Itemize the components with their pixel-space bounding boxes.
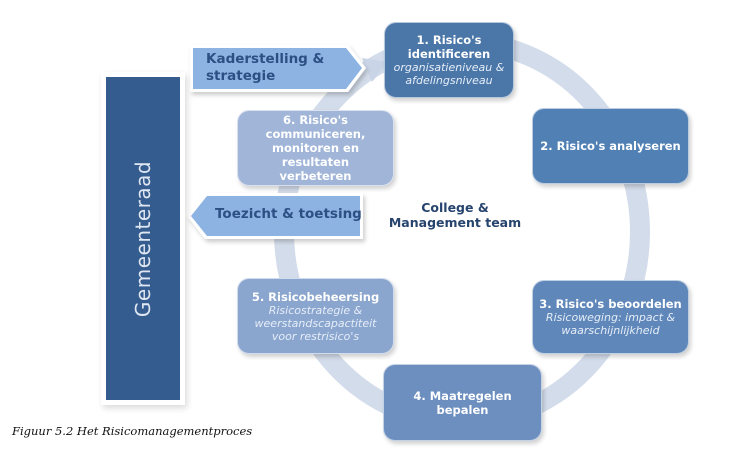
step-4-box: 4. Maatregelen bepalen — [383, 364, 542, 441]
step-5-sub-line1: Risicostrategie & — [268, 303, 363, 317]
step-2-box: 2. Risico's analyseren — [532, 108, 689, 184]
step-6-title-line1: 6. Risico's — [282, 113, 349, 127]
step-3-title: 3. Risico's beoordelen — [539, 297, 682, 311]
step-5-box: 5. Risicobeheersing Risicostrategie & we… — [237, 278, 394, 354]
toezicht-arrow — [187, 193, 363, 239]
step-5-sub-line3: voor restrisico's — [271, 329, 360, 343]
kaderstelling-line1: Kaderstelling & — [206, 51, 325, 67]
step-2-title: 2. Risico's analyseren — [540, 139, 681, 153]
step-1-sub-line2: afdelingsniveau — [405, 74, 493, 87]
kaderstelling-line2: strategie — [206, 68, 276, 84]
gemeenteraad-label: Gemeenteraad — [131, 160, 155, 317]
kaderstelling-arrow — [190, 45, 366, 92]
step-3-sub-line1: Risicoweging: impact & — [545, 311, 676, 324]
step-6-title-line2: communiceren, — [265, 127, 366, 141]
step-3-sub-line2: waarschijnlijkheid — [561, 324, 660, 337]
step-6-box: 6. Risico's communiceren, monitoren en r… — [237, 110, 394, 186]
step-1-sub-line1: organisatieniveau & — [393, 61, 505, 74]
step-5-sub-line2: weerstandscapactiteit — [254, 316, 377, 330]
step-5-title: 5. Risicobeheersing — [251, 289, 380, 304]
center-label-line1: College & — [421, 200, 489, 215]
step-6-title-line3: monitoren en resultaten — [271, 141, 360, 169]
step-4-title: 4. Maatregelen bepalen — [413, 388, 512, 417]
step-3-box: 3. Risico's beoordelen Risicoweging: imp… — [532, 280, 689, 354]
kaderstelling-label: Kaderstelling & strategie — [206, 51, 324, 85]
step-1-box: 1. Risico's identificeren organisatieniv… — [384, 22, 514, 98]
center-label: College & Management team — [385, 200, 525, 230]
cycle-arrowhead — [362, 58, 388, 82]
step-6-title-line4: verbeteren — [279, 169, 352, 183]
figure-caption: Figuur 5.2 Het Risicomanagementproces — [12, 424, 253, 438]
toezicht-label: Toezicht & toetsing — [215, 206, 362, 222]
step-1-title: 1. Risico's identificeren — [407, 33, 491, 61]
gemeenteraad-bar: Gemeenteraad — [106, 77, 180, 400]
center-label-line2: Management team — [388, 215, 522, 230]
